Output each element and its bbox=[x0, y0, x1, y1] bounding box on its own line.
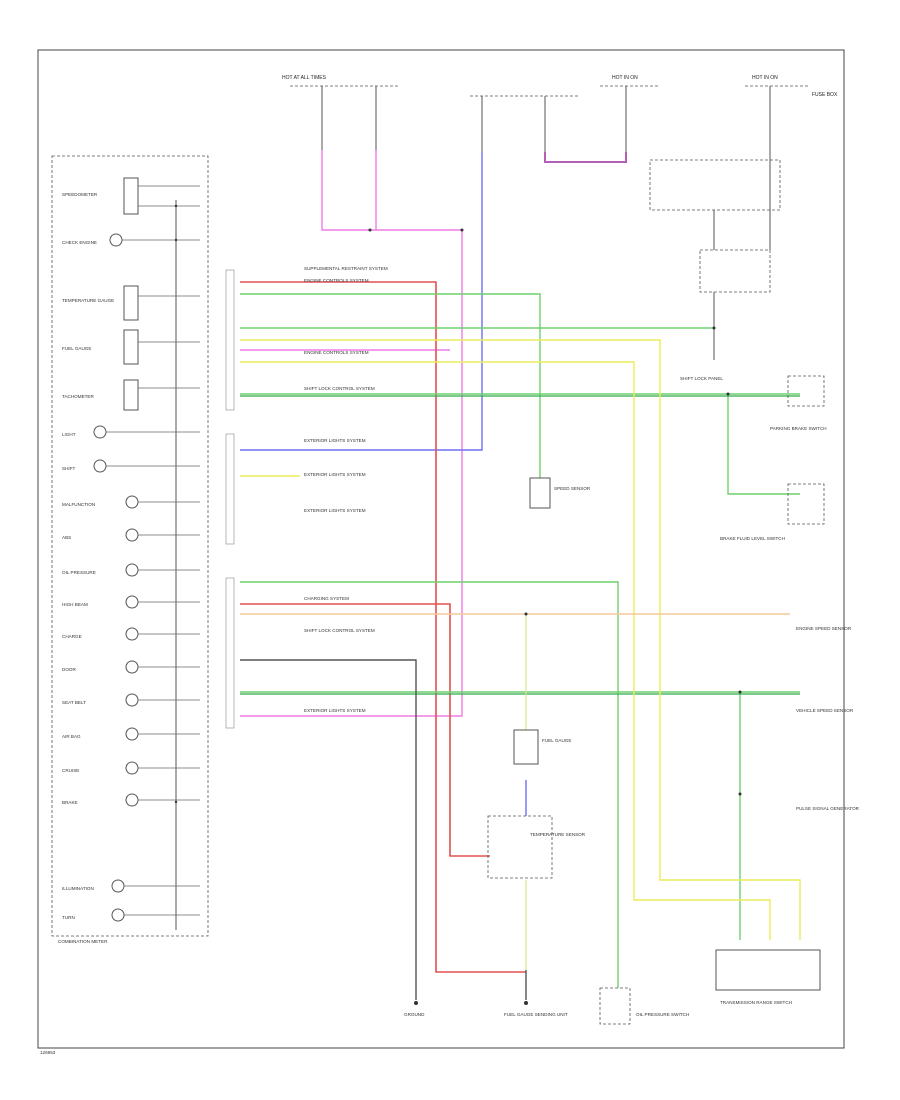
wire-green bbox=[240, 293, 800, 988]
abs-icon bbox=[125, 528, 139, 542]
svg-text:EXTERIOR LIGHTS SYSTEM: EXTERIOR LIGHTS SYSTEM bbox=[304, 708, 366, 713]
meter-item: CRUISE bbox=[62, 768, 79, 773]
meter-item: CHECK ENGINE bbox=[62, 240, 97, 245]
ground-icon bbox=[414, 1001, 418, 1005]
brake-icon bbox=[125, 793, 139, 807]
wire-black bbox=[240, 659, 527, 1000]
junction-dots bbox=[174, 204, 742, 804]
svg-text:FUEL GAUGE SENDING UNIT: FUEL GAUGE SENDING UNIT bbox=[504, 1012, 568, 1017]
check-engine-icon bbox=[109, 233, 123, 247]
meter-item: TACHOMETER bbox=[62, 394, 94, 399]
illumination-icon bbox=[111, 879, 125, 893]
fuel-gauge-unit-component bbox=[513, 729, 539, 765]
svg-text:BRAKE FLUID LEVEL SWITCH: BRAKE FLUID LEVEL SWITCH bbox=[720, 536, 785, 541]
right-components bbox=[715, 375, 825, 991]
svg-text:SHIFT LOCK CONTROL SYSTEM: SHIFT LOCK CONTROL SYSTEM bbox=[304, 386, 375, 391]
wire-dkgreen bbox=[240, 395, 800, 695]
svg-text:PULSE SIGNAL GENERATOR: PULSE SIGNAL GENERATOR bbox=[796, 806, 860, 811]
svg-text:EXTERIOR LIGHTS SYSTEM: EXTERIOR LIGHTS SYSTEM bbox=[304, 508, 366, 513]
svg-text:VEHICLE SPEED SENSOR: VEHICLE SPEED SENSOR bbox=[796, 708, 854, 713]
diagram-border bbox=[37, 49, 845, 1049]
svg-text:CHARGING SYSTEM: CHARGING SYSTEM bbox=[304, 596, 349, 601]
relay-box bbox=[699, 249, 771, 293]
cruise-icon bbox=[125, 761, 139, 775]
bottom-labels: GROUND FUEL GAUGE SENDING UNIT OIL PRESS… bbox=[404, 1012, 689, 1017]
meter-item: FUEL GAUGE bbox=[62, 346, 91, 351]
svg-text:OIL PRESSURE SWITCH: OIL PRESSURE SWITCH bbox=[636, 1012, 689, 1017]
meter-item: MALFUNCTION bbox=[62, 502, 95, 507]
meter-stubs bbox=[106, 185, 200, 916]
combination-meter-title: COMBINATION METER bbox=[58, 939, 108, 944]
wire-purple bbox=[544, 152, 627, 163]
charge-icon bbox=[125, 627, 139, 641]
svg-text:ENGINE CONTROLS SYSTEM: ENGINE CONTROLS SYSTEM bbox=[304, 278, 369, 283]
ignition-switch-box bbox=[649, 159, 781, 211]
fuse-label: HOT IN ON bbox=[752, 75, 778, 81]
combination-meter-box bbox=[51, 155, 209, 937]
svg-text:SHIFT LOCK PANEL: SHIFT LOCK PANEL bbox=[680, 376, 723, 381]
meter-item: SHIFT bbox=[62, 466, 75, 471]
svg-text:GROUND: GROUND bbox=[404, 1012, 425, 1017]
meter-item: DOOR bbox=[62, 667, 76, 672]
footer-id: 126953 bbox=[40, 1050, 56, 1055]
shift-icon bbox=[93, 459, 107, 473]
meter-item: TURN bbox=[62, 915, 75, 920]
fuse-label: HOT AT ALL TIMES bbox=[282, 75, 327, 81]
meter-item: ABS bbox=[62, 535, 71, 540]
connector-pins bbox=[225, 269, 235, 729]
door-icon bbox=[125, 660, 139, 674]
seat-belt-icon bbox=[125, 693, 139, 707]
right-labels: SHIFT LOCK PANEL PARKING BRAKE SWITCH BR… bbox=[680, 376, 860, 1005]
fuse-label: HOT IN ON bbox=[612, 75, 638, 81]
wire-red bbox=[240, 281, 526, 973]
malfunction-icon bbox=[125, 495, 139, 509]
meter-components: SPEEDOMETER CHECK ENGINE TEMPERATURE GAU… bbox=[62, 177, 139, 922]
speed-sensor-component bbox=[529, 477, 551, 509]
wire-blue bbox=[240, 152, 527, 816]
meter-item: TEMPERATURE GAUGE bbox=[62, 298, 114, 303]
connector-labels: SUPPLEMENTAL RESTRAINT SYSTEM ENGINE CON… bbox=[304, 266, 388, 713]
meter-item: SPEEDOMETER bbox=[62, 192, 98, 197]
tachometer-icon bbox=[123, 379, 139, 411]
svg-text:PARKING BRAKE SWITCH: PARKING BRAKE SWITCH bbox=[770, 426, 827, 431]
light-icon bbox=[93, 425, 107, 439]
oil-pressure-switch-box bbox=[599, 987, 631, 1025]
temperature-gauge-icon bbox=[123, 285, 139, 321]
meter-item: BRAKE bbox=[62, 800, 78, 805]
svg-text:ENGINE SPEED SENSOR: ENGINE SPEED SENSOR bbox=[796, 626, 852, 631]
top-fuses bbox=[290, 85, 810, 152]
air-bag-icon bbox=[125, 727, 139, 741]
svg-text:TRANSMISSION RANGE SWITCH: TRANSMISSION RANGE SWITCH bbox=[720, 1000, 792, 1005]
svg-text:EXTERIOR LIGHTS SYSTEM: EXTERIOR LIGHTS SYSTEM bbox=[304, 472, 366, 477]
meter-item: OIL PRESSURE bbox=[62, 570, 96, 575]
high-beam-icon bbox=[125, 595, 139, 609]
wire-yellow bbox=[240, 339, 801, 940]
fuel-gauge-icon bbox=[123, 329, 139, 365]
mid-label: TEMPERATURE SENSOR bbox=[530, 832, 586, 837]
mid-label: SPEED SENSOR bbox=[554, 486, 591, 491]
meter-item: SEAT BELT bbox=[62, 700, 86, 705]
svg-text:EXTERIOR LIGHTS SYSTEM: EXTERIOR LIGHTS SYSTEM bbox=[304, 438, 366, 443]
meter-item: HIGH BEAM bbox=[62, 602, 88, 607]
meter-item: LIGHT bbox=[62, 432, 76, 437]
oil-pressure-icon bbox=[125, 563, 139, 577]
fuse-label: FUSE BOX bbox=[812, 92, 838, 98]
meter-item: AIR BAG bbox=[62, 734, 81, 739]
speedometer-icon bbox=[123, 177, 139, 215]
turn-icon bbox=[111, 908, 125, 922]
svg-text:SHIFT LOCK CONTROL SYSTEM: SHIFT LOCK CONTROL SYSTEM bbox=[304, 628, 375, 633]
svg-text:SUPPLEMENTAL RESTRAINT SYSTEM: SUPPLEMENTAL RESTRAINT SYSTEM bbox=[304, 266, 388, 271]
ground-icon bbox=[524, 1001, 528, 1005]
meter-item: ILLUMINATION bbox=[62, 886, 94, 891]
mid-label: FUEL GAUGE bbox=[542, 738, 571, 743]
temperature-sensor-box bbox=[487, 815, 553, 879]
meter-item: CHARGE bbox=[62, 634, 82, 639]
svg-text:ENGINE CONTROLS SYSTEM: ENGINE CONTROLS SYSTEM bbox=[304, 350, 369, 355]
